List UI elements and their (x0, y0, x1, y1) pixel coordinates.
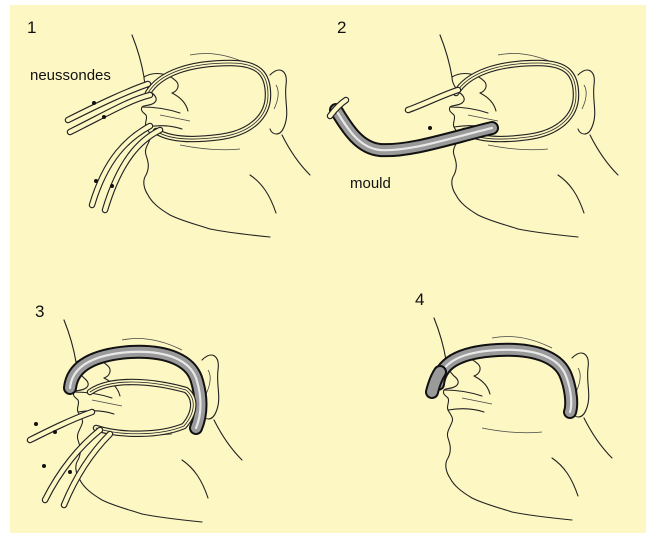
panel-number-4: 4 (415, 290, 424, 309)
nasal-moulding-appliance (432, 350, 571, 412)
nasal-probe-label: neussondes (30, 67, 111, 84)
panel-number-3: 3 (35, 302, 44, 321)
panel-number-2: 2 (337, 18, 346, 37)
mould-label: mould (350, 175, 391, 192)
panel-3: 3 (30, 302, 242, 522)
panel-1: 1 neussondes (27, 18, 310, 237)
panel-2: 2 mould (330, 18, 618, 237)
nasal-moulding-appliance (70, 352, 201, 434)
mould-plate (336, 110, 492, 150)
nasal-probe-loop (148, 63, 268, 139)
panel-number-1: 1 (27, 18, 36, 37)
panel-4: 4 (415, 290, 612, 520)
